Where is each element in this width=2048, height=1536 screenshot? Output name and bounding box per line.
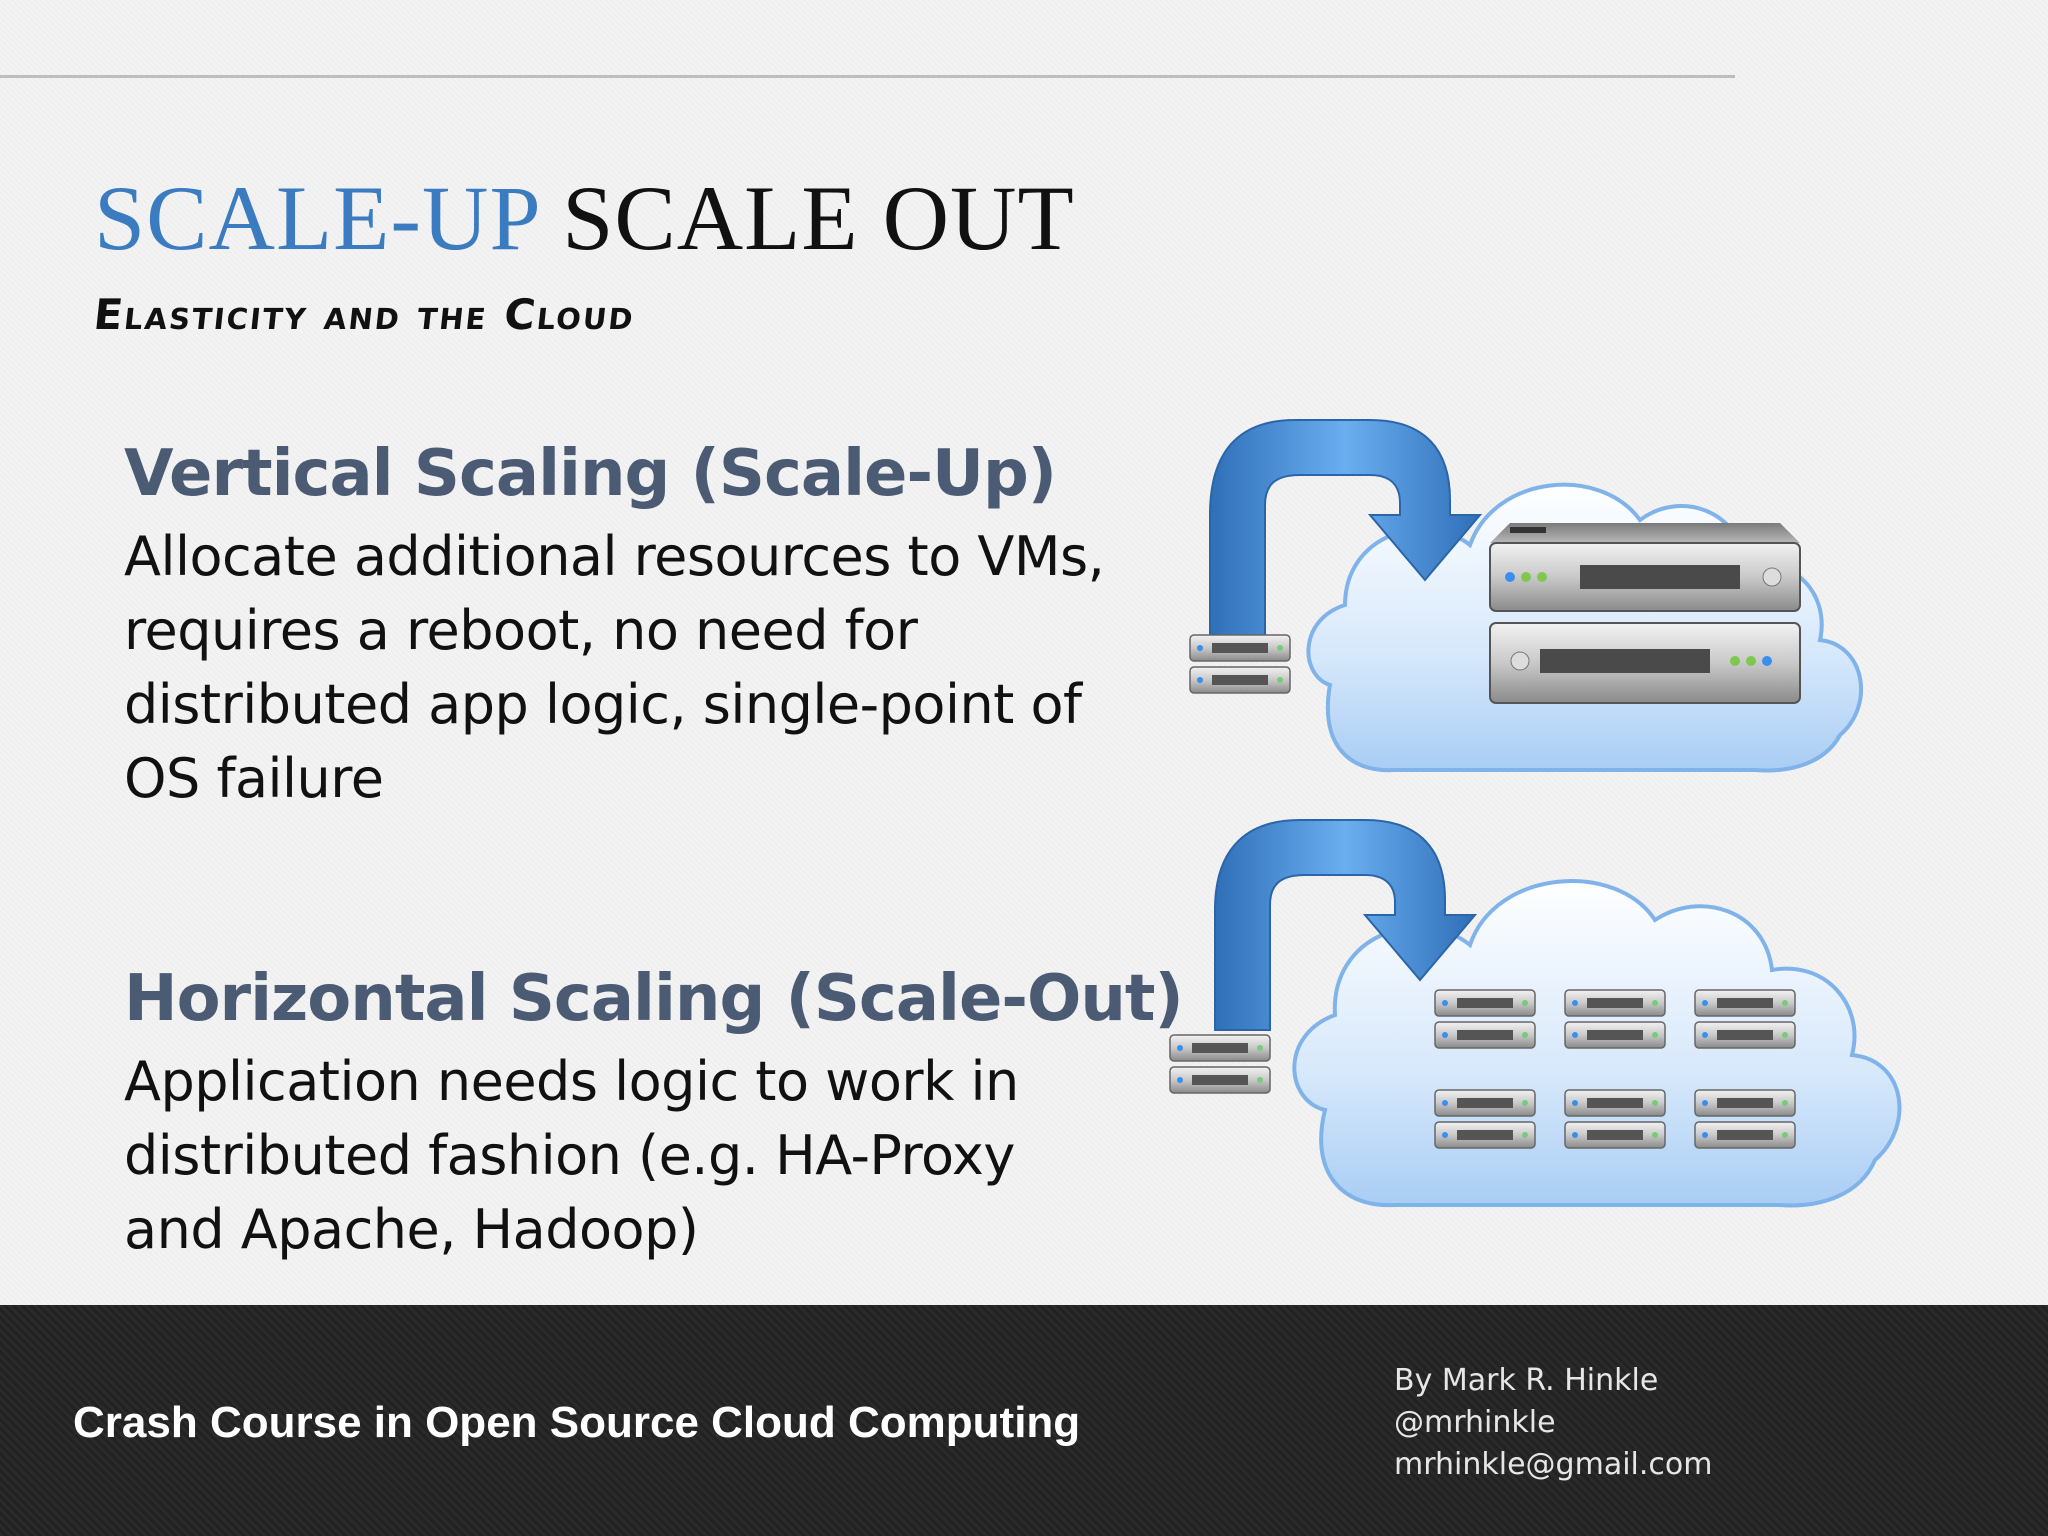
footer-bar — [0, 1305, 2048, 1536]
title-rest: SCALE OUT — [562, 167, 1075, 269]
top-divider — [0, 75, 1735, 78]
title-highlight: SCALE-UP — [94, 167, 539, 269]
author-info: By Mark R. Hinkle @mrhinkle mrhinkle@gma… — [1394, 1360, 1713, 1486]
horizontal-scaling-heading: Horizontal Scaling (Scale-Out) — [124, 962, 1184, 1036]
author-email: mrhinkle@gmail.com — [1394, 1447, 1713, 1482]
server-to-cloud-single-large-server-icon — [1180, 419, 1863, 773]
author-twitter: @mrhinkle — [1394, 1405, 1556, 1440]
slide-subtitle: Elasticity and the Cloud — [91, 290, 638, 339]
author-name: By Mark R. Hinkle — [1394, 1363, 1659, 1398]
horizontal-scaling-body: Application needs logic to work in distr… — [124, 1050, 1019, 1261]
vertical-scaling-heading: Vertical Scaling (Scale-Up) — [124, 437, 1057, 511]
slide-title: SCALE-UP SCALE OUT — [94, 165, 1075, 271]
course-title: Crash Course in Open Source Cloud Comput… — [73, 1398, 1081, 1447]
server-to-cloud-many-servers-icon — [1160, 819, 1902, 1208]
vertical-scaling-body: Allocate additional resources to VMs, re… — [124, 525, 1105, 810]
